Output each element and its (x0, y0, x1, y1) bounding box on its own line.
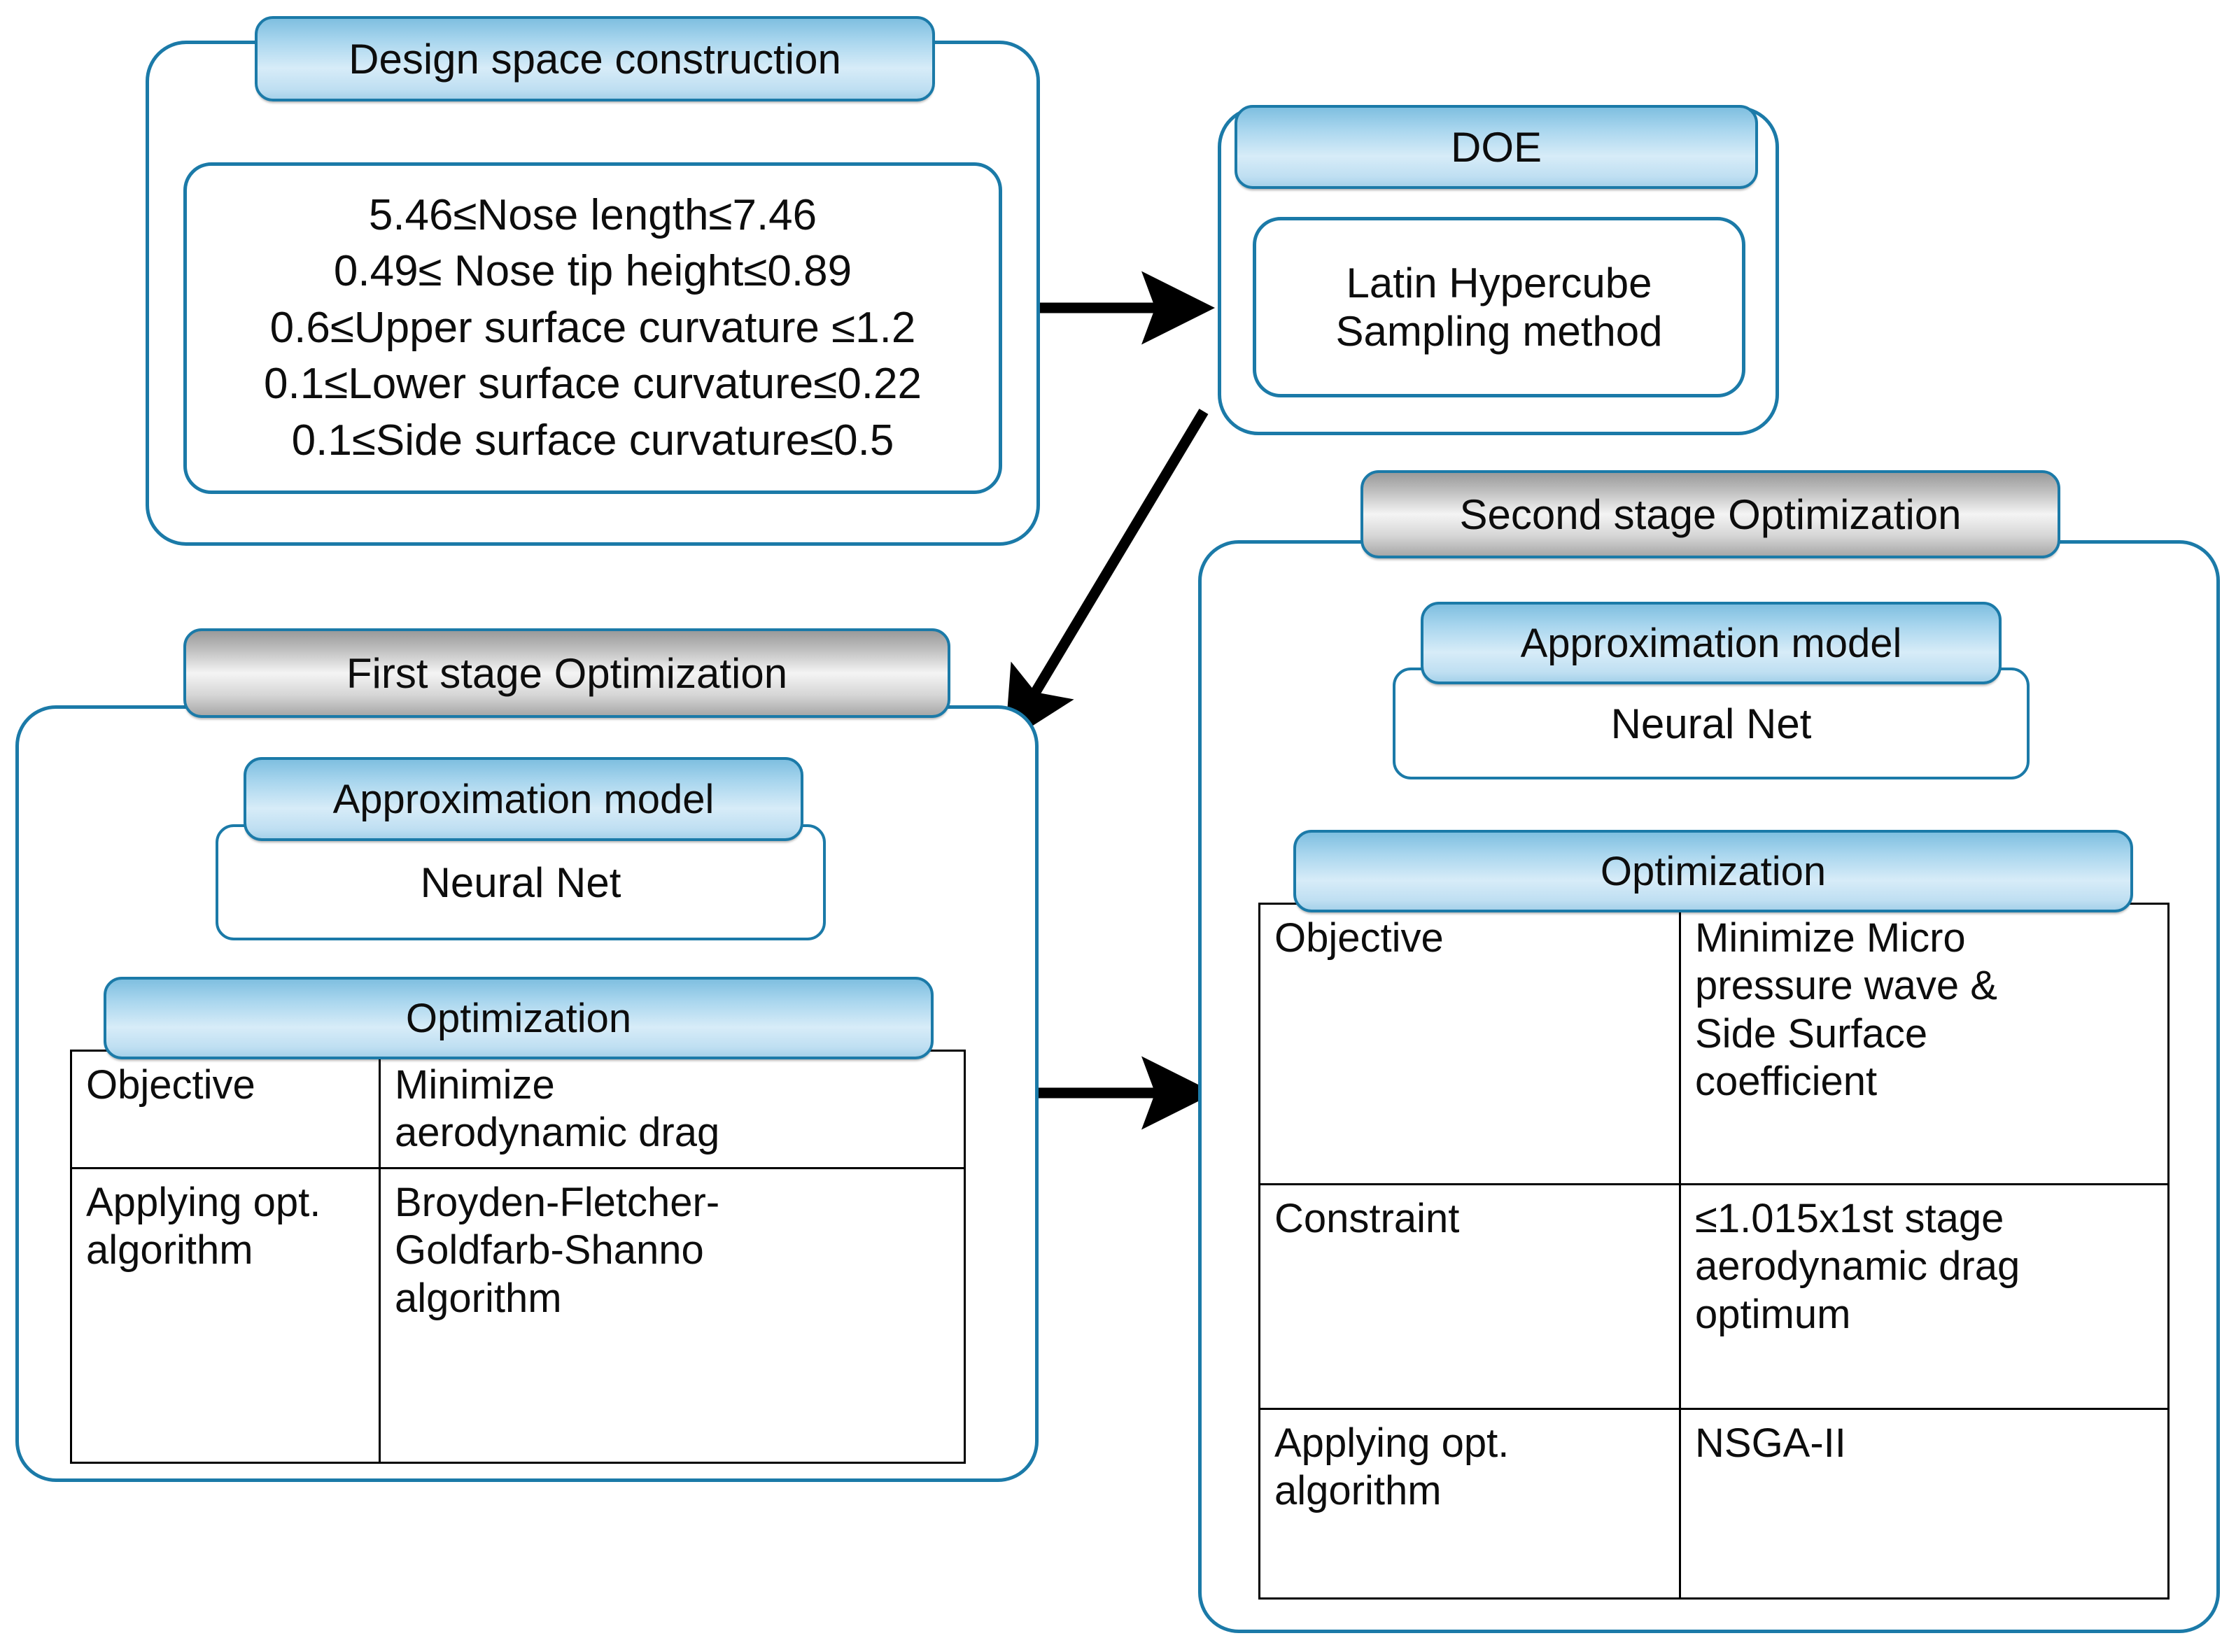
first-stage-approximation-value: Neural Net (420, 859, 621, 906)
first-stage-row0-label: Objective (70, 1050, 381, 1169)
second-stage-header: Second stage Optimization (1360, 470, 2060, 558)
second-stage-header-label: Second stage Optimization (1459, 490, 1962, 538)
second-stage-approximation-header-label: Approximation model (1520, 620, 1902, 666)
second-stage-approximation-value: Neural Net (1610, 700, 1812, 747)
arrow-doe-to-first-stage (1004, 409, 1209, 744)
first-stage-approximation-value-box: Neural Net (216, 824, 826, 940)
table-row: Objective Minimize Micro pressure wave &… (1258, 903, 2170, 1185)
table-row: Constraint ≤1.015x1st stage aerodynamic … (1258, 1183, 2170, 1410)
first-stage-approximation-header: Approximation model (244, 757, 803, 841)
second-stage-row2-label: Applying opt. algorithm (1258, 1408, 1681, 1600)
first-stage-optimization-table: Objective Minimize aerodynamic drag Appl… (70, 1050, 966, 1464)
second-stage-optimization-header-label: Optimization (1600, 848, 1827, 894)
second-stage-row2-value: NSGA-II (1679, 1408, 2170, 1600)
first-stage-header: First stage Optimization (183, 628, 950, 718)
doe-header: DOE (1235, 105, 1758, 189)
second-stage-row0-value: Minimize Micro pressure wave & Side Surf… (1679, 903, 2170, 1185)
first-stage-optimization-header-label: Optimization (405, 995, 632, 1041)
second-stage-row1-label: Constraint (1258, 1183, 1681, 1410)
doe-method-box: Latin Hypercube Sampling method (1253, 217, 1745, 397)
first-stage-row1-label: Applying opt. algorithm (70, 1166, 381, 1464)
second-stage-optimization-table: Objective Minimize Micro pressure wave &… (1258, 903, 2170, 1600)
first-stage-row1-value: Broyden-Fletcher- Goldfarb-Shanno algori… (379, 1166, 966, 1464)
second-stage-row0-label: Objective (1258, 903, 1681, 1185)
second-stage-approximation-header: Approximation model (1421, 602, 2002, 684)
first-stage-optimization-header: Optimization (104, 977, 934, 1059)
table-row: Objective Minimize aerodynamic drag (70, 1050, 966, 1169)
first-stage-header-label: First stage Optimization (346, 649, 788, 697)
doe-header-label: DOE (1450, 123, 1542, 171)
doe-method-text: Latin Hypercube Sampling method (1335, 260, 1663, 355)
table-row: Applying opt. algorithm NSGA-II (1258, 1408, 2170, 1600)
second-stage-row1-value: ≤1.015x1st stage aerodynamic drag optimu… (1679, 1183, 2170, 1410)
design-space-constraints-text: 5.46≤Nose length≤7.46 0.49≤ Nose tip hei… (264, 190, 922, 465)
table-row: Applying opt. algorithm Broyden-Fletcher… (70, 1166, 966, 1464)
first-stage-row0-value: Minimize aerodynamic drag (379, 1050, 966, 1169)
design-space-header: Design space construction (255, 16, 935, 101)
design-space-header-label: Design space construction (349, 35, 841, 83)
second-stage-optimization-header: Optimization (1293, 830, 2133, 912)
design-space-constraints-box: 5.46≤Nose length≤7.46 0.49≤ Nose tip hei… (183, 162, 1002, 494)
first-stage-approximation-header-label: Approximation model (332, 776, 715, 822)
second-stage-approximation-value-box: Neural Net (1393, 668, 2030, 779)
